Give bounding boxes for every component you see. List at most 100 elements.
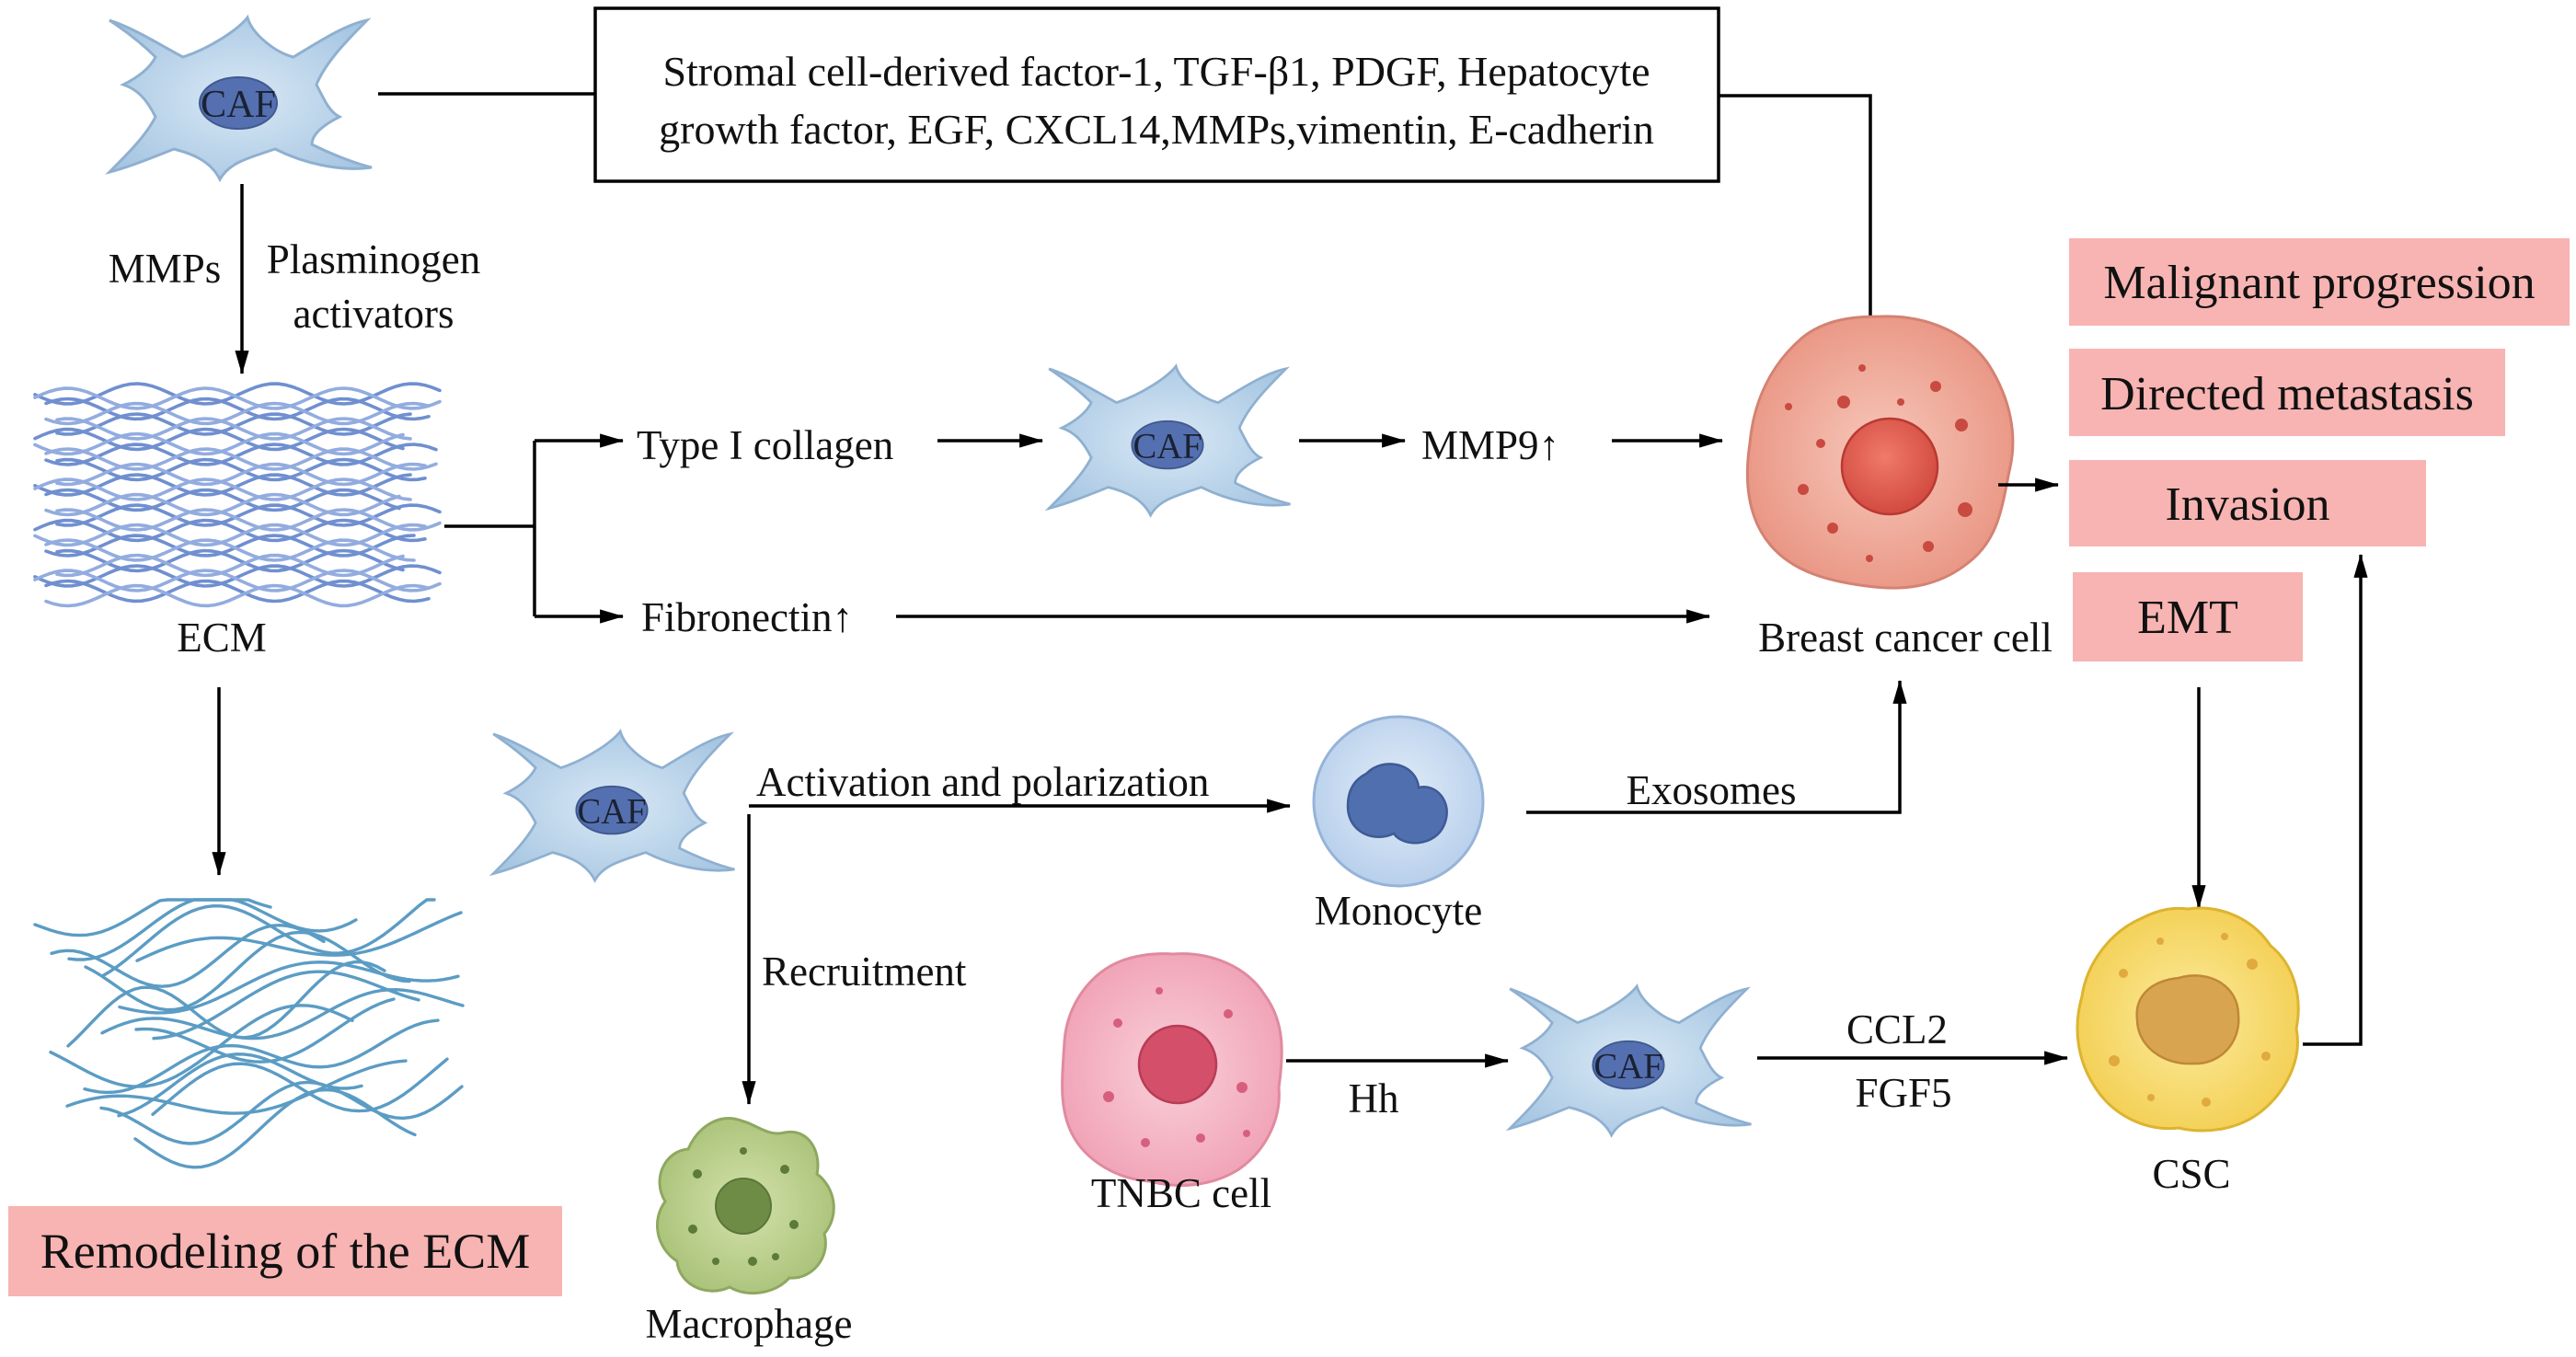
outcome-invasion: Invasion bbox=[2069, 460, 2426, 546]
fiber bbox=[44, 534, 416, 558]
caf-label: CAF bbox=[577, 792, 646, 831]
fiber bbox=[33, 427, 405, 452]
outcome-label: Malignant progression bbox=[2103, 257, 2535, 309]
tnbc-nucleus bbox=[1137, 1024, 1218, 1105]
arrow-factors-to-cancer bbox=[1719, 94, 1878, 346]
fiber bbox=[55, 417, 412, 441]
label-ccl2: CCL2 bbox=[1846, 1006, 1948, 1052]
remodeling-box: Remodeling of the ECM bbox=[8, 1206, 562, 1296]
tnbc-granules bbox=[1103, 987, 1250, 1147]
label-fgf5: FGF5 bbox=[1855, 1070, 1951, 1116]
label-ecm: ECM bbox=[177, 615, 267, 661]
outcome-directed-metastasis: Directed metastasis bbox=[2069, 349, 2505, 436]
caf-label: CAF bbox=[1133, 427, 1202, 466]
remodeled-ecm-fibers bbox=[33, 898, 465, 1169]
caf-nucleus bbox=[1131, 420, 1204, 470]
label-csc: CSC bbox=[2152, 1151, 2230, 1197]
fiber bbox=[100, 987, 465, 1041]
outcome-box bbox=[2073, 572, 2303, 661]
ecm-fibers bbox=[33, 382, 442, 608]
remodeling-box-fill bbox=[8, 1206, 562, 1296]
fiber bbox=[133, 1087, 417, 1169]
label-hh: Hh bbox=[1349, 1075, 1399, 1121]
label-mmp9: MMP9↑ bbox=[1421, 422, 1559, 468]
label-type-i-collagen: Type I collagen bbox=[637, 422, 893, 468]
caf-nucleus bbox=[1592, 1040, 1665, 1090]
caf-label: CAF bbox=[1593, 1047, 1662, 1086]
label-mmps: MMPs bbox=[109, 246, 222, 292]
fiber bbox=[135, 911, 463, 962]
label-breast-cancer-cell: Breast cancer cell bbox=[1758, 615, 2053, 661]
factors-box-frame bbox=[593, 6, 1720, 183]
csc-granules bbox=[2109, 933, 2271, 1107]
caf-label: CAF bbox=[201, 84, 276, 126]
caf-cell-top: CAF bbox=[108, 16, 374, 181]
label-tnbc-cell: TNBC cell bbox=[1091, 1170, 1271, 1216]
label-exosomes: Exosomes bbox=[1627, 767, 1797, 813]
fiber bbox=[55, 462, 427, 487]
fiber bbox=[101, 898, 436, 978]
label-plasminogen: Plasminogen bbox=[267, 236, 481, 282]
factors-line-2: growth factor, EGF, CXCL14,MMPs,vimentin… bbox=[659, 106, 1654, 153]
monocyte-cell bbox=[1312, 715, 1485, 888]
connector-ecm-branch bbox=[444, 441, 536, 616]
caf-nucleus bbox=[575, 785, 649, 835]
fiber bbox=[44, 583, 431, 608]
outcome-label: EMT bbox=[2137, 592, 2238, 644]
fiber bbox=[49, 1004, 354, 1088]
fiber bbox=[44, 447, 438, 471]
fiber bbox=[33, 518, 427, 543]
monocyte-nucleus bbox=[1346, 763, 1448, 845]
breast-cancer-cell bbox=[1745, 315, 2015, 590]
fiber bbox=[44, 488, 401, 512]
fiber bbox=[65, 1059, 408, 1115]
caf-cell-middle: CAF bbox=[1047, 364, 1292, 517]
outcome-label: Invasion bbox=[2165, 478, 2329, 531]
label-monocyte: Monocyte bbox=[1315, 888, 1482, 934]
arrow-csc-to-outcomes bbox=[2303, 553, 2368, 1046]
factors-line-1: Stromal cell-derived factor-1, TGF-β1, P… bbox=[662, 48, 1650, 95]
caf-cell-bottom: CAF bbox=[1508, 984, 1753, 1137]
factors-box: Stromal cell-derived factor-1, TGF-β1, P… bbox=[593, 6, 1720, 183]
fiber bbox=[33, 386, 442, 410]
fiber bbox=[44, 397, 431, 421]
tnbc-cell bbox=[1061, 952, 1283, 1187]
fiber bbox=[33, 569, 442, 592]
caf-cell-left: CAF bbox=[491, 730, 736, 882]
csc-cell bbox=[2076, 906, 2300, 1133]
fiber bbox=[67, 898, 358, 961]
fiber bbox=[55, 553, 405, 578]
label-activation-polarization: Activation and polarization bbox=[756, 759, 1209, 805]
fiber bbox=[151, 1057, 449, 1116]
cancer-cell-granules bbox=[1785, 364, 1972, 562]
fiber bbox=[44, 401, 431, 426]
label-recruitment: Recruitment bbox=[762, 949, 967, 995]
fiber bbox=[118, 960, 460, 1015]
outcome-box bbox=[2069, 349, 2505, 436]
fiber bbox=[84, 930, 411, 1012]
fiber bbox=[55, 503, 442, 527]
fiber bbox=[44, 579, 431, 604]
outcome-malignant-progression: Malignant progression bbox=[2069, 238, 2570, 326]
label-activators: activators bbox=[293, 291, 454, 337]
fiber bbox=[99, 1080, 464, 1145]
fiber bbox=[83, 1018, 440, 1095]
fiber bbox=[33, 898, 272, 937]
caf-nucleus bbox=[199, 76, 278, 130]
fiber bbox=[44, 538, 416, 562]
outcome-emt: EMT bbox=[2073, 572, 2303, 661]
label-fibronectin: Fibronectin↑ bbox=[641, 594, 853, 640]
macrophage-nucleus bbox=[715, 1178, 772, 1235]
outcome-box bbox=[2069, 460, 2426, 546]
fiber bbox=[50, 923, 326, 988]
fiber bbox=[55, 548, 405, 573]
macrophage-cell bbox=[655, 1117, 835, 1295]
label-macrophage: Macrophage bbox=[646, 1301, 853, 1347]
fiber bbox=[33, 477, 412, 501]
csc-nucleus bbox=[2135, 974, 2240, 1065]
outcome-box bbox=[2069, 238, 2570, 326]
cancer-cell-nucleus bbox=[1840, 417, 1939, 516]
outcome-label: Directed metastasis bbox=[2100, 368, 2474, 420]
macrophage-granules bbox=[688, 1147, 799, 1266]
remodeling-label: Remodeling of the ECM bbox=[40, 1224, 530, 1279]
